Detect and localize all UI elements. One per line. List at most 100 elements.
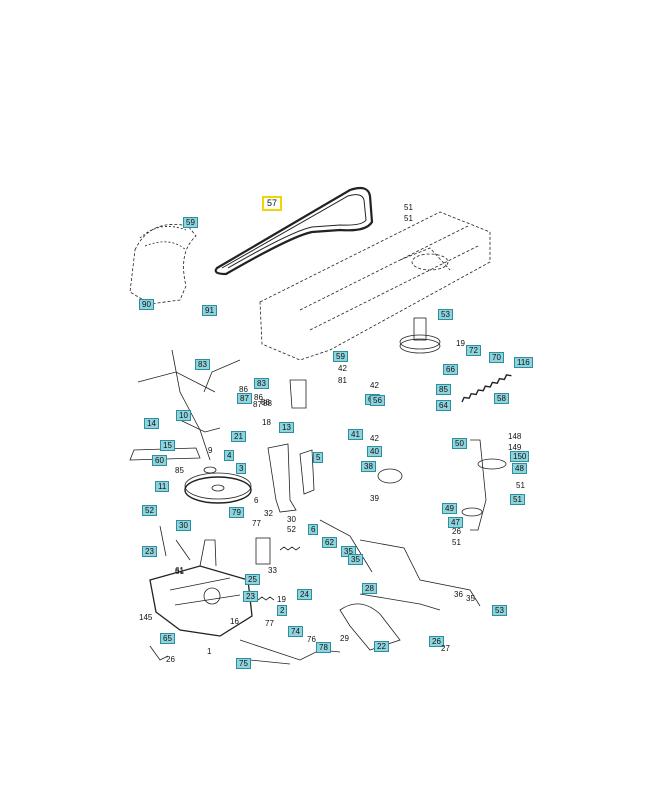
part-label[interactable]: 60	[152, 455, 167, 466]
part-label[interactable]: 88	[263, 399, 272, 408]
part-label[interactable]: 90	[139, 299, 154, 310]
part-label[interactable]: 4	[224, 450, 235, 461]
part-label[interactable]: 70	[489, 352, 504, 363]
part-label[interactable]: 53	[492, 605, 507, 616]
part-label[interactable]: 150	[510, 451, 530, 462]
part-label[interactable]: 85	[175, 466, 184, 475]
part-label[interactable]: 77	[252, 519, 261, 528]
part-label[interactable]: 64	[436, 400, 451, 411]
part-label[interactable]: 2	[277, 605, 288, 616]
part-label[interactable]: 83	[195, 359, 210, 370]
drive-belt	[214, 186, 374, 276]
part-label[interactable]: 76	[307, 635, 316, 644]
part-label[interactable]: 26	[452, 527, 461, 536]
part-label[interactable]: 35	[466, 594, 475, 603]
part-label[interactable]: 75	[236, 658, 251, 669]
part-label[interactable]: 38	[361, 461, 376, 472]
part-label[interactable]: 36	[454, 590, 463, 599]
part-label[interactable]: 40	[367, 446, 382, 457]
part-label[interactable]: 10	[176, 410, 191, 421]
part-label[interactable]: 26	[429, 636, 444, 647]
part-label[interactable]: 81	[338, 376, 347, 385]
part-label[interactable]: 116	[514, 357, 533, 368]
part-label[interactable]: 59	[183, 217, 198, 228]
part-label[interactable]: 19	[277, 595, 286, 604]
part-label[interactable]: 48	[512, 463, 527, 474]
part-label[interactable]: 56	[370, 395, 385, 406]
part-label[interactable]: 11	[155, 481, 170, 492]
part-label[interactable]: 85	[436, 384, 451, 395]
part-label[interactable]: 87	[253, 400, 262, 409]
part-label[interactable]: 33	[268, 566, 277, 575]
part-label[interactable]: 52	[142, 505, 157, 516]
part-label[interactable]: 1	[207, 647, 212, 656]
part-label[interactable]: 16	[230, 617, 239, 626]
part-label[interactable]: 23	[243, 591, 258, 602]
part-label[interactable]: 5	[313, 452, 324, 463]
part-label[interactable]: 52	[287, 525, 296, 534]
part-label[interactable]: 30	[176, 520, 191, 531]
transaxle	[149, 565, 253, 637]
part-label[interactable]: 50	[452, 438, 467, 449]
part-label[interactable]: 15	[160, 440, 175, 451]
part-label[interactable]: 26	[166, 655, 175, 664]
part-label[interactable]: 25	[245, 574, 260, 585]
part-label[interactable]: 51	[510, 494, 525, 505]
part-label[interactable]: 19	[456, 339, 465, 348]
part-label[interactable]: 24	[297, 589, 312, 600]
part-label[interactable]: 91	[202, 305, 217, 316]
part-label[interactable]: 47	[448, 517, 463, 528]
part-label[interactable]: 53	[438, 309, 453, 320]
part-label[interactable]: 77	[265, 619, 274, 628]
part-label[interactable]: 42	[338, 364, 347, 373]
spring	[461, 374, 512, 403]
part-label[interactable]: 51	[452, 538, 461, 547]
part-label[interactable]: 83	[254, 378, 269, 389]
part-label[interactable]: 35	[348, 554, 363, 565]
part-label[interactable]: 27	[441, 644, 450, 653]
part-label[interactable]: 148	[508, 432, 522, 441]
part-label[interactable]: 41	[348, 429, 363, 440]
part-label[interactable]: 145	[139, 613, 153, 622]
part-label[interactable]: 86	[254, 393, 263, 402]
part-label[interactable]: 42	[370, 381, 379, 390]
part-label[interactable]: 86	[239, 385, 248, 394]
part-label[interactable]: 62	[322, 537, 337, 548]
part-label[interactable]: 74	[288, 626, 303, 637]
part-label[interactable]: 23	[142, 546, 157, 557]
part-label[interactable]: 51	[404, 214, 413, 223]
part-label[interactable]: 72	[466, 345, 481, 356]
part-label[interactable]: 28	[362, 583, 377, 594]
part-label[interactable]: 66	[443, 364, 458, 375]
part-label[interactable]: 30	[287, 515, 296, 524]
part-label[interactable]: 78	[316, 642, 331, 653]
part-label[interactable]: 61	[175, 566, 184, 575]
part-label[interactable]: 88	[261, 398, 270, 407]
part-label[interactable]: 32	[264, 509, 273, 518]
part-label[interactable]: 79	[229, 507, 244, 518]
part-label[interactable]: 39	[370, 494, 379, 503]
part-label[interactable]: 51	[516, 481, 525, 490]
part-label[interactable]: 149	[508, 443, 522, 452]
part-label[interactable]: 22	[374, 641, 389, 652]
part-label-highlighted[interactable]: 57	[262, 196, 283, 211]
part-label[interactable]: 9	[208, 446, 213, 455]
part-label[interactable]: 13	[279, 422, 294, 433]
part-label[interactable]: 18	[262, 418, 271, 427]
part-label[interactable]: 61	[175, 567, 184, 576]
part-label[interactable]: 14	[144, 418, 159, 429]
part-label[interactable]: 51	[404, 203, 413, 212]
part-label[interactable]: 49	[442, 503, 457, 514]
part-label[interactable]: 59	[333, 351, 348, 362]
part-label[interactable]: 6	[308, 524, 319, 535]
part-label[interactable]: 58	[494, 393, 509, 404]
part-label[interactable]: 3	[236, 463, 247, 474]
bracket-98	[289, 379, 307, 409]
part-label[interactable]: 21	[231, 431, 246, 442]
part-label[interactable]: 87	[237, 393, 252, 404]
part-label[interactable]: 65	[160, 633, 175, 644]
part-label[interactable]: 42	[370, 434, 379, 443]
part-label[interactable]: 6	[254, 496, 259, 505]
part-label[interactable]: 29	[340, 634, 349, 643]
